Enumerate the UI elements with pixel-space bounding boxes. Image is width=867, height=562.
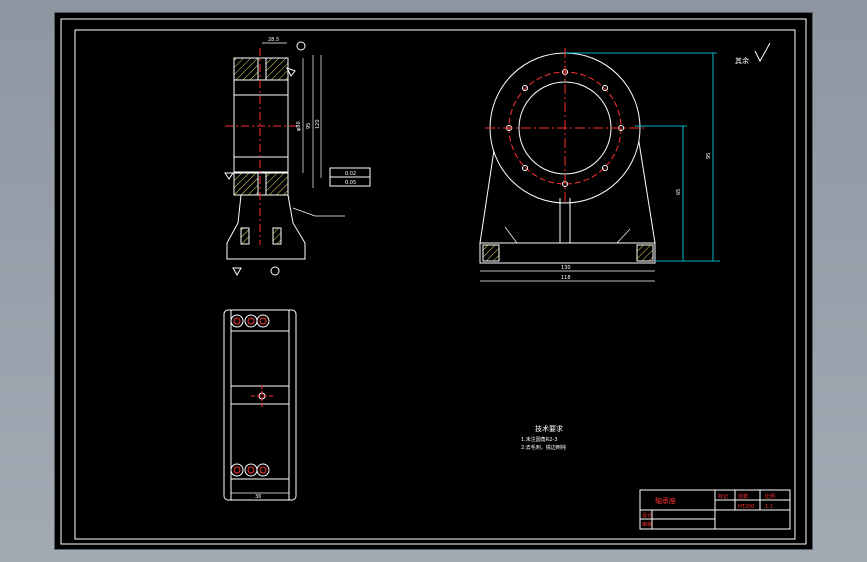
dim-height-main: 95: [706, 153, 712, 159]
header-cell-2: 处数: [738, 493, 748, 500]
drawing-canvas: 28.5 φ80 95 120 0.02 0.05: [60, 18, 807, 545]
cad-drawing-viewport[interactable]: 28.5 φ80 95 120 0.02 0.05: [54, 12, 813, 550]
dim-height-secondary: 65: [676, 189, 682, 195]
value-cell-3: 1:1: [765, 504, 773, 510]
side-view: 95 65 130 118 其余: [479, 42, 771, 282]
part-name: 轴承座: [655, 496, 676, 505]
reviewer-label: 审核: [642, 521, 652, 528]
value-cell-2: HT200: [738, 504, 754, 510]
dim-base-width: 118: [561, 275, 571, 281]
dim-side-h1: 95: [306, 123, 312, 129]
dim-bottom-width: 36: [255, 494, 261, 500]
dim-side-h2: 120: [315, 119, 321, 129]
technical-notes: 技术要求 1.未注圆角R2-3 2.去毛刺，锐边倒钝: [521, 424, 566, 451]
tol-1: 0.02: [345, 171, 356, 177]
inner-sheet-border: [74, 29, 796, 540]
section-view: 28.5 φ80 95 120 0.02 0.05: [224, 37, 371, 277]
title-block: 轴承座 标记 处数 比例 HT200 1:1 设计 审核: [639, 489, 791, 530]
outer-sheet-border: [60, 18, 807, 545]
header-cell-1: 标记: [718, 493, 728, 500]
roughness-note: 其余: [735, 56, 749, 65]
notes-title: 技术要求: [535, 424, 563, 433]
header-cell-3: 比例: [765, 493, 775, 500]
top-view: 36: [223, 309, 297, 501]
dim-bore-dia: φ80: [296, 121, 302, 131]
dim-top-width: 28.5: [268, 37, 279, 43]
designer-label: 设计: [642, 512, 652, 519]
dim-plate-width: 130: [561, 265, 571, 271]
tol-2: 0.05: [345, 180, 356, 186]
note-1: 1.未注圆角R2-3: [521, 436, 557, 443]
note-2: 2.去毛刺，锐边倒钝: [521, 444, 566, 451]
